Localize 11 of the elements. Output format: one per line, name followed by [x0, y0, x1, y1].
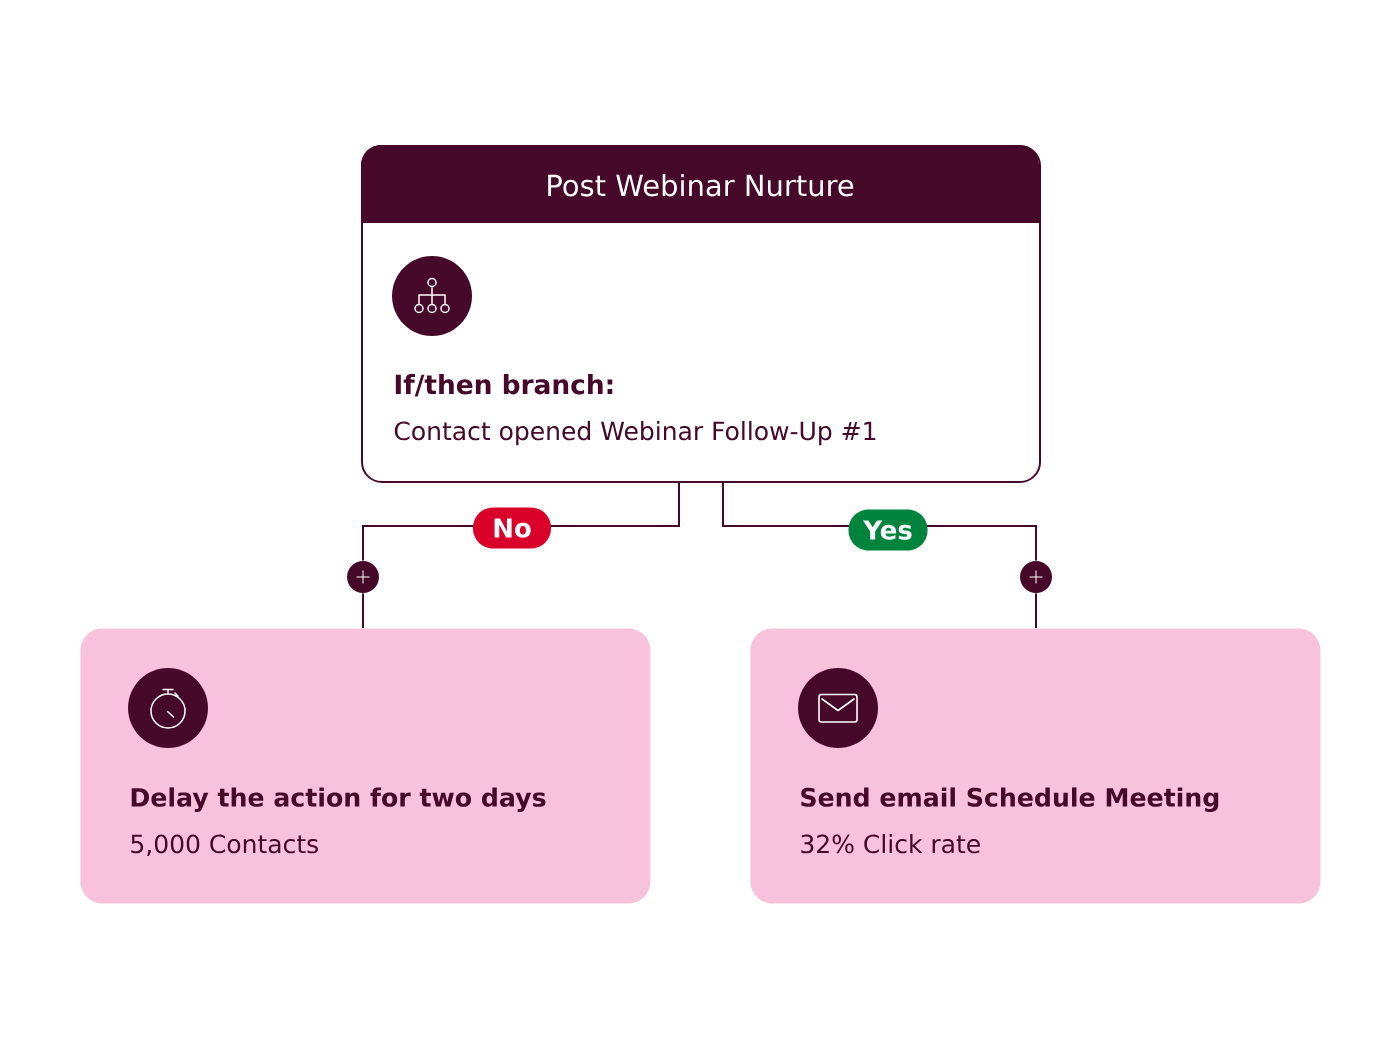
heading: Delay the action for two days	[131, 787, 546, 812]
plus-button	[347, 561, 379, 593]
heading: Send email Schedule Meeting	[801, 787, 1219, 812]
body-text: 32% Click rate	[801, 834, 980, 854]
edge-label: Yes	[848, 509, 928, 551]
body-text: Contact opened Webinar Follow-Up #1	[394, 421, 876, 446]
header-bar: Post Webinar Nurture	[361, 145, 1039, 223]
edge-label: No	[473, 507, 551, 549]
body-text: 5,000 Contacts	[131, 834, 318, 856]
plus-button	[1020, 561, 1052, 593]
heading: If/then branch:	[395, 373, 613, 397]
